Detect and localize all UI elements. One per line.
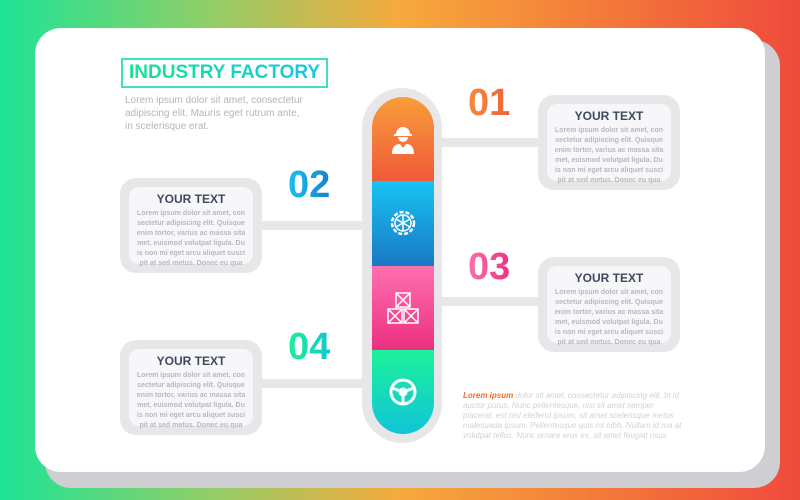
footer-text: Lorem ipsum dolor sit amet, consectetur …: [463, 391, 683, 441]
segment-03: [372, 265, 434, 350]
page-title: INDUSTRY FACTORY: [121, 58, 329, 88]
step-heading: YOUR TEXT: [156, 354, 226, 368]
intro-text: Lorem ipsum dolor sit amet, consectetur …: [125, 95, 303, 132]
gear-icon: [390, 211, 416, 236]
central-pill-segments: [372, 97, 434, 434]
segment-01: [372, 97, 434, 182]
connector-01: [440, 138, 540, 147]
step-number-03: 03: [468, 246, 511, 288]
step-number-01: 01: [468, 82, 511, 124]
step-box-02: YOUR TEXT Lorem ipsum dolor sit amet, con…: [120, 178, 262, 273]
step-heading: YOUR TEXT: [156, 192, 226, 206]
connector-02: [260, 221, 364, 230]
step-box-03: YOUR TEXT Lorem ipsum dolor sit amet, con…: [538, 257, 680, 352]
footer-highlight: Lorem ipsum: [463, 391, 514, 400]
step-heading: YOUR TEXT: [574, 109, 644, 123]
step-body: Lorem ipsum dolor sit amet, con sectetur…: [136, 210, 246, 267]
step-number-02: 02: [288, 164, 331, 206]
boxes-icon: [387, 291, 419, 324]
step-box-04: YOUR TEXT Lorem ipsum dolor sit amet, con…: [120, 340, 262, 435]
step-heading: YOUR TEXT: [574, 271, 644, 285]
step-number-04: 04: [288, 326, 331, 368]
step-box-01: YOUR TEXT Lorem ipsum dolor sit amet, con…: [538, 95, 680, 190]
segment-02: [372, 181, 434, 266]
step-body: Lorem ipsum dolor sit amet, con sectetur…: [554, 127, 664, 184]
connector-04: [260, 379, 364, 388]
step-body: Lorem ipsum dolor sit amet, con sectetur…: [554, 289, 664, 346]
steering-wheel-icon: [389, 378, 417, 406]
worker-icon: [392, 127, 414, 155]
footer-body: dolor sit amet, consectetur adipiscing e…: [463, 391, 682, 440]
connector-03: [440, 297, 540, 306]
segment-04: [372, 349, 434, 434]
step-body: Lorem ipsum dolor sit amet, con sectetur…: [136, 372, 246, 429]
